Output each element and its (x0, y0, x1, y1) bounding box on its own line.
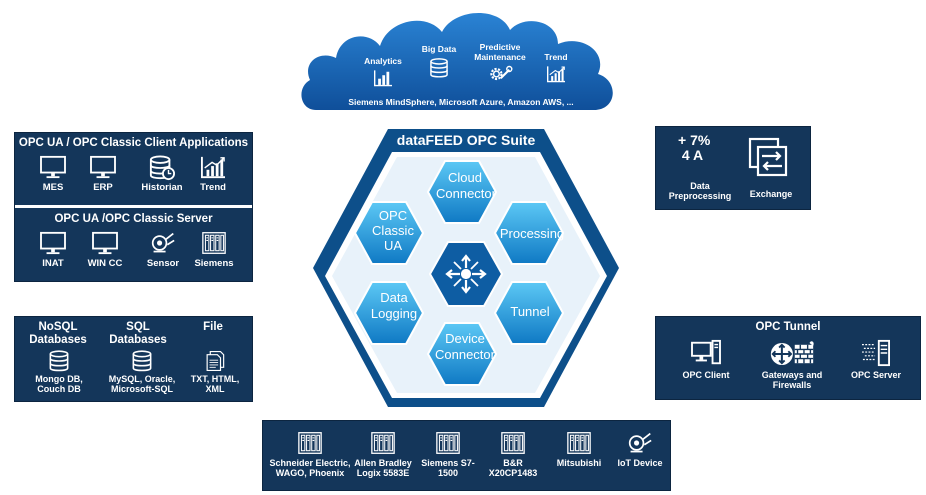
client-app-label: Historian (141, 182, 183, 193)
db-label: TXT, HTML, XML (190, 374, 240, 394)
client-app-mes: MES (33, 155, 73, 193)
db-sql: MySQL, Oracle, Microsoft-SQL (103, 350, 181, 394)
sensor-icon (626, 431, 654, 455)
historian-icon (148, 155, 176, 181)
device-label: Allen Bradley Logix 5583E (354, 458, 412, 478)
device-label: Schneider Electric, WAGO, Phoenix (269, 458, 351, 478)
tunnel-opc-client: OPC Client (678, 339, 734, 381)
client-app-label: ERP (93, 182, 113, 193)
server-label: Siemens (194, 258, 234, 269)
server-label: WIN CC (87, 258, 123, 269)
opc-tunnel-title: OPC Tunnel (755, 321, 821, 333)
monitor-icon (91, 231, 119, 255)
db-col-title: NoSQL Databases (29, 321, 87, 346)
trend-icon (199, 155, 227, 179)
device-schneider: Schneider Electric, WAGO, Phoenix (267, 431, 353, 478)
monitor-icon (39, 155, 67, 179)
db-label: MySQL, Oracle, Microsoft-SQL (108, 374, 176, 394)
device-allen-bradley: Allen Bradley Logix 5583E (351, 431, 415, 478)
plc-icon (200, 231, 228, 255)
exchange-label: Exchange (749, 189, 793, 199)
device-mitsubishi: Mitsubishi (551, 431, 607, 468)
panel-divider (15, 205, 252, 208)
plc-icon (565, 431, 593, 455)
tunnel-gateways: Gateways and Firewalls (756, 339, 828, 390)
db-label: Mongo DB, Couch DB (35, 374, 83, 394)
database-icon (46, 350, 72, 372)
firewall-icon (769, 339, 815, 369)
tunnel-opc-server: OPC Server (846, 339, 906, 381)
server-siemens: Siemens (191, 231, 237, 269)
server-icon (860, 339, 892, 367)
cloud-item-label: Analytics (364, 56, 402, 66)
device-iot: IoT Device (613, 431, 667, 468)
module-tunnel[interactable]: Tunnel (510, 304, 550, 319)
suite-title: dataFEED OPC Suite (396, 132, 536, 148)
device-label: B&R X20CP1483 (488, 458, 538, 478)
monitor-icon (39, 231, 67, 255)
device-siemens: Siemens S7-1500 (421, 431, 475, 478)
device-label: Siemens S7-1500 (421, 458, 475, 478)
exchange-icon (748, 137, 788, 177)
module-cloud-connector[interactable]: Cloud Connector (436, 170, 496, 201)
databases-panel: NoSQL Databases SQL Databases File Mongo… (14, 316, 253, 402)
device-br: B&R X20CP1483 (481, 431, 545, 478)
db-col-title: SQL Databases (109, 321, 167, 346)
plc-icon (369, 431, 397, 455)
math-icon: + 7% 4 A (678, 132, 711, 163)
preprocessing-label: Data Preprocessing (668, 181, 732, 201)
monitor-icon (89, 155, 117, 179)
db-nosql: Mongo DB, Couch DB (23, 350, 95, 394)
module-device-connector[interactable]: Device Connector (435, 331, 495, 362)
plc-icon (296, 431, 324, 455)
file-icon (202, 350, 228, 372)
client-app-erp: ERP (83, 155, 123, 193)
server-wincc: WIN CC (83, 231, 127, 269)
gear-wrench-icon (487, 64, 513, 84)
cloud-item-label: Predictive Maintenance (474, 42, 526, 62)
hub-arrows-icon (445, 254, 487, 294)
cloud-item-label: Trend (544, 52, 568, 62)
preprocessing-panel: + 7% 4 A Data Preprocessing Exchange (655, 126, 811, 210)
device-label: IoT Device (617, 458, 663, 468)
server-inat: INAT (33, 231, 73, 269)
client-apps-panel: OPC UA / OPC Classic Client Applications… (14, 132, 253, 282)
cloud-item-bigdata: Big Data (414, 44, 464, 79)
db-file: TXT, HTML, XML (187, 350, 243, 394)
device-label: Mitsubishi (556, 458, 602, 468)
client-apps-title: OPC UA / OPC Classic Client Applications (18, 137, 249, 149)
server-label: Sensor (146, 258, 180, 269)
servers-title: OPC UA /OPC Classic Server (54, 213, 213, 225)
cloud-item-predictive: Predictive Maintenance (468, 42, 532, 84)
module-processing[interactable]: Processing (499, 226, 565, 241)
plc-icon (434, 431, 462, 455)
tunnel-label: Gateways and Firewalls (761, 370, 823, 390)
sensor-icon (149, 231, 177, 255)
tunnel-label: OPC Client (682, 370, 730, 380)
client-app-trend: Trend (193, 155, 233, 193)
analytics-icon (372, 69, 394, 87)
tunnel-label: OPC Server (850, 370, 902, 380)
module-data-logging[interactable]: Data Logging (370, 290, 418, 321)
cloud-section: Analytics Big Data Predictive Maintenanc… (296, 2, 622, 122)
opc-tunnel-panel: OPC Tunnel OPC Client Gateways and Firew… (655, 316, 921, 400)
database-icon (428, 57, 450, 79)
cloud-platforms: Siemens MindSphere, Microsoft Azure, Ama… (348, 97, 574, 107)
cloud-item-label: Big Data (421, 44, 457, 54)
db-col-title: File (203, 321, 223, 333)
module-opc-classic-ua[interactable]: OPC Classic UA (372, 208, 414, 253)
server-sensor: Sensor (143, 231, 183, 269)
server-label: INAT (42, 258, 64, 269)
cloud-item-trend: Trend (534, 52, 578, 83)
client-app-label: Trend (200, 182, 226, 193)
client-icon (690, 339, 722, 367)
devices-panel: Schneider Electric, WAGO, Phoenix Allen … (262, 420, 671, 491)
suite-hexagon: dataFEED OPC Suite Cloud Connector OPC C… (310, 126, 622, 410)
plc-icon (499, 431, 527, 455)
client-app-historian: Historian (137, 155, 187, 193)
trend-icon (545, 65, 567, 83)
database-icon (129, 350, 155, 372)
client-app-label: MES (42, 182, 64, 193)
cloud-item-analytics: Analytics (358, 56, 408, 87)
